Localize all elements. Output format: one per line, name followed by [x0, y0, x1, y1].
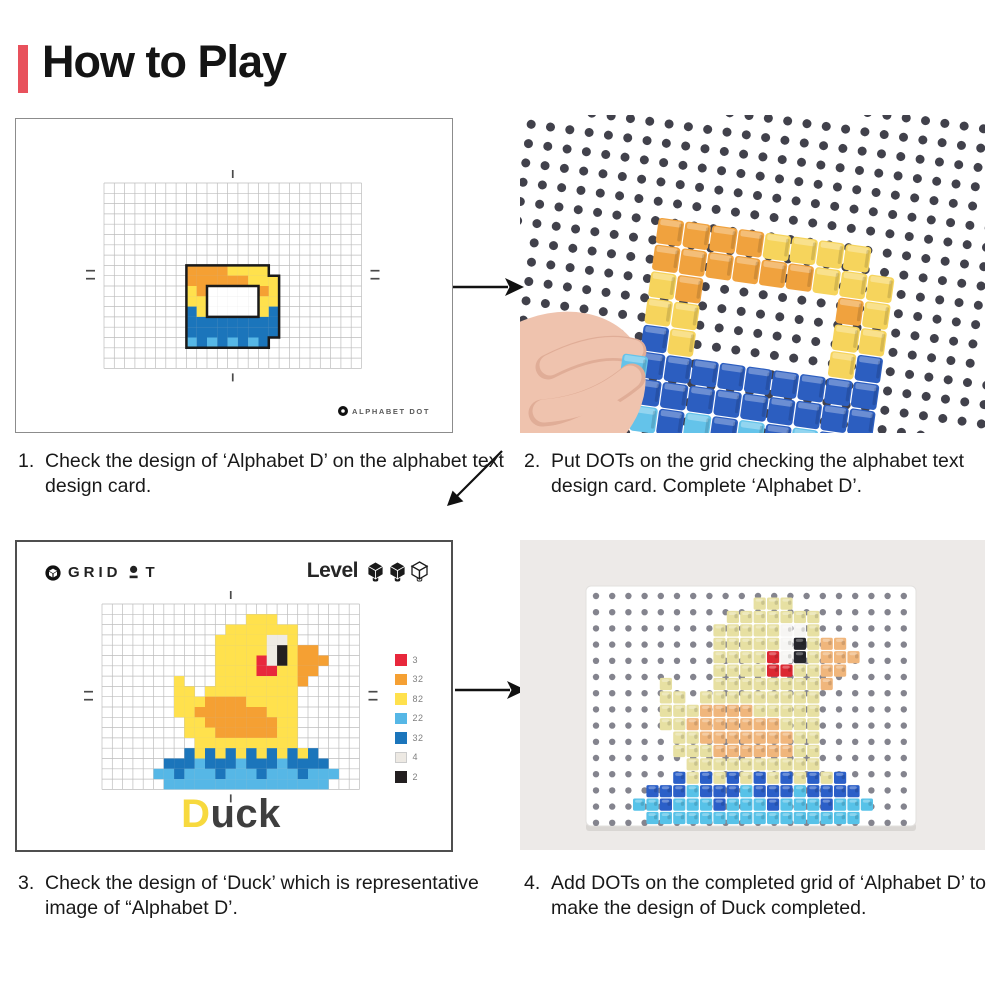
step-3-text: Check the design of ‘Duck’ which is repr…: [45, 872, 479, 920]
legend-color-swatch: [395, 693, 407, 705]
arrow-down-left-icon: [438, 446, 510, 519]
legend-item: 22: [395, 712, 424, 724]
level-cube-filled-icon: [367, 561, 384, 581]
step-4-caption: 4. Add DOTs on the completed grid of ‘Al…: [524, 871, 1000, 922]
legend-item: 3: [395, 654, 424, 666]
level-indicator: Level: [307, 559, 429, 583]
gridot-brand-icon: [45, 564, 61, 581]
photo-step2: [520, 115, 985, 433]
design-title-first-letter: D: [181, 792, 211, 836]
title-accent-bar: [18, 45, 28, 93]
alphabet-dot-label: ALPHABET DOT: [352, 406, 430, 416]
legend-color-swatch: [395, 771, 407, 783]
dot-blocks: [629, 217, 895, 433]
alphabet-dot-icon: [338, 406, 349, 416]
alphabet-dot-brand: ALPHABET DOT: [338, 406, 430, 416]
photo-step4: [520, 540, 985, 850]
legend-count: 32: [412, 732, 424, 743]
level-cubes: [366, 560, 429, 582]
step-1-number: 1.: [18, 450, 35, 472]
level-cube-filled-icon: [389, 561, 406, 581]
legend-count: 2: [412, 771, 419, 782]
step-2-caption: 2. Put DOTs on the grid checking the alp…: [524, 449, 1000, 500]
legend-color-swatch: [395, 673, 407, 685]
legend-count: 82: [412, 693, 424, 704]
alphabet-d-grid: [86, 170, 380, 382]
legend-item: 2: [395, 771, 424, 783]
pegboard: [585, 585, 917, 831]
step-1-caption: 1. Check the design of ‘Alphabet D’ on t…: [18, 449, 513, 500]
legend-color-swatch: [395, 751, 407, 763]
pixel-art: [153, 614, 339, 790]
center-tick-marks: [84, 591, 378, 803]
legend-item: 82: [395, 693, 424, 705]
step-3-number: 3.: [18, 872, 35, 894]
gridot-letters: GRID: [68, 564, 122, 581]
design-title-rest: uck: [210, 792, 281, 836]
page-title: How to Play: [42, 36, 287, 87]
step-1-text: Check the design of ‘Alphabet D’ on the …: [45, 450, 504, 498]
legend-color-swatch: [395, 732, 407, 744]
level-cube-empty-icon: [410, 560, 429, 581]
legend-count: 3: [412, 654, 419, 665]
step-4-text: Add DOTs on the completed grid of ‘Alpha…: [551, 872, 987, 920]
step-2-text: Put DOTs on the grid checking the alphab…: [551, 450, 964, 498]
gridot-brand: GRID T: [45, 564, 159, 581]
pixel-art: [185, 264, 281, 350]
legend-item: 32: [395, 732, 424, 744]
legend-count: 32: [412, 674, 424, 685]
legend-count: 22: [412, 713, 424, 724]
legend-item: 4: [395, 751, 424, 763]
step-4-number: 4.: [524, 872, 541, 894]
step-2-number: 2.: [524, 450, 541, 472]
step-3-caption: 3. Check the design of ‘Duck’ which is r…: [18, 871, 521, 922]
legend-item: 32: [395, 673, 424, 685]
legend-color-swatch: [395, 712, 407, 724]
arrow-right-icon: [450, 269, 526, 310]
level-label: Level: [306, 559, 359, 582]
dot-blocks: [633, 597, 873, 825]
center-tick-marks: [86, 170, 380, 382]
hand: [520, 311, 649, 433]
gridot-dot-glyph: [129, 565, 138, 578]
duck-grid: [84, 591, 378, 803]
legend-color-swatch: [395, 654, 407, 666]
gridot-tail: T: [145, 564, 159, 581]
design-title: Duck: [102, 792, 360, 837]
alphabet-design-card: ALPHABET DOT: [15, 118, 453, 433]
arrow-right-icon: [452, 672, 528, 713]
legend-count: 4: [412, 752, 419, 763]
